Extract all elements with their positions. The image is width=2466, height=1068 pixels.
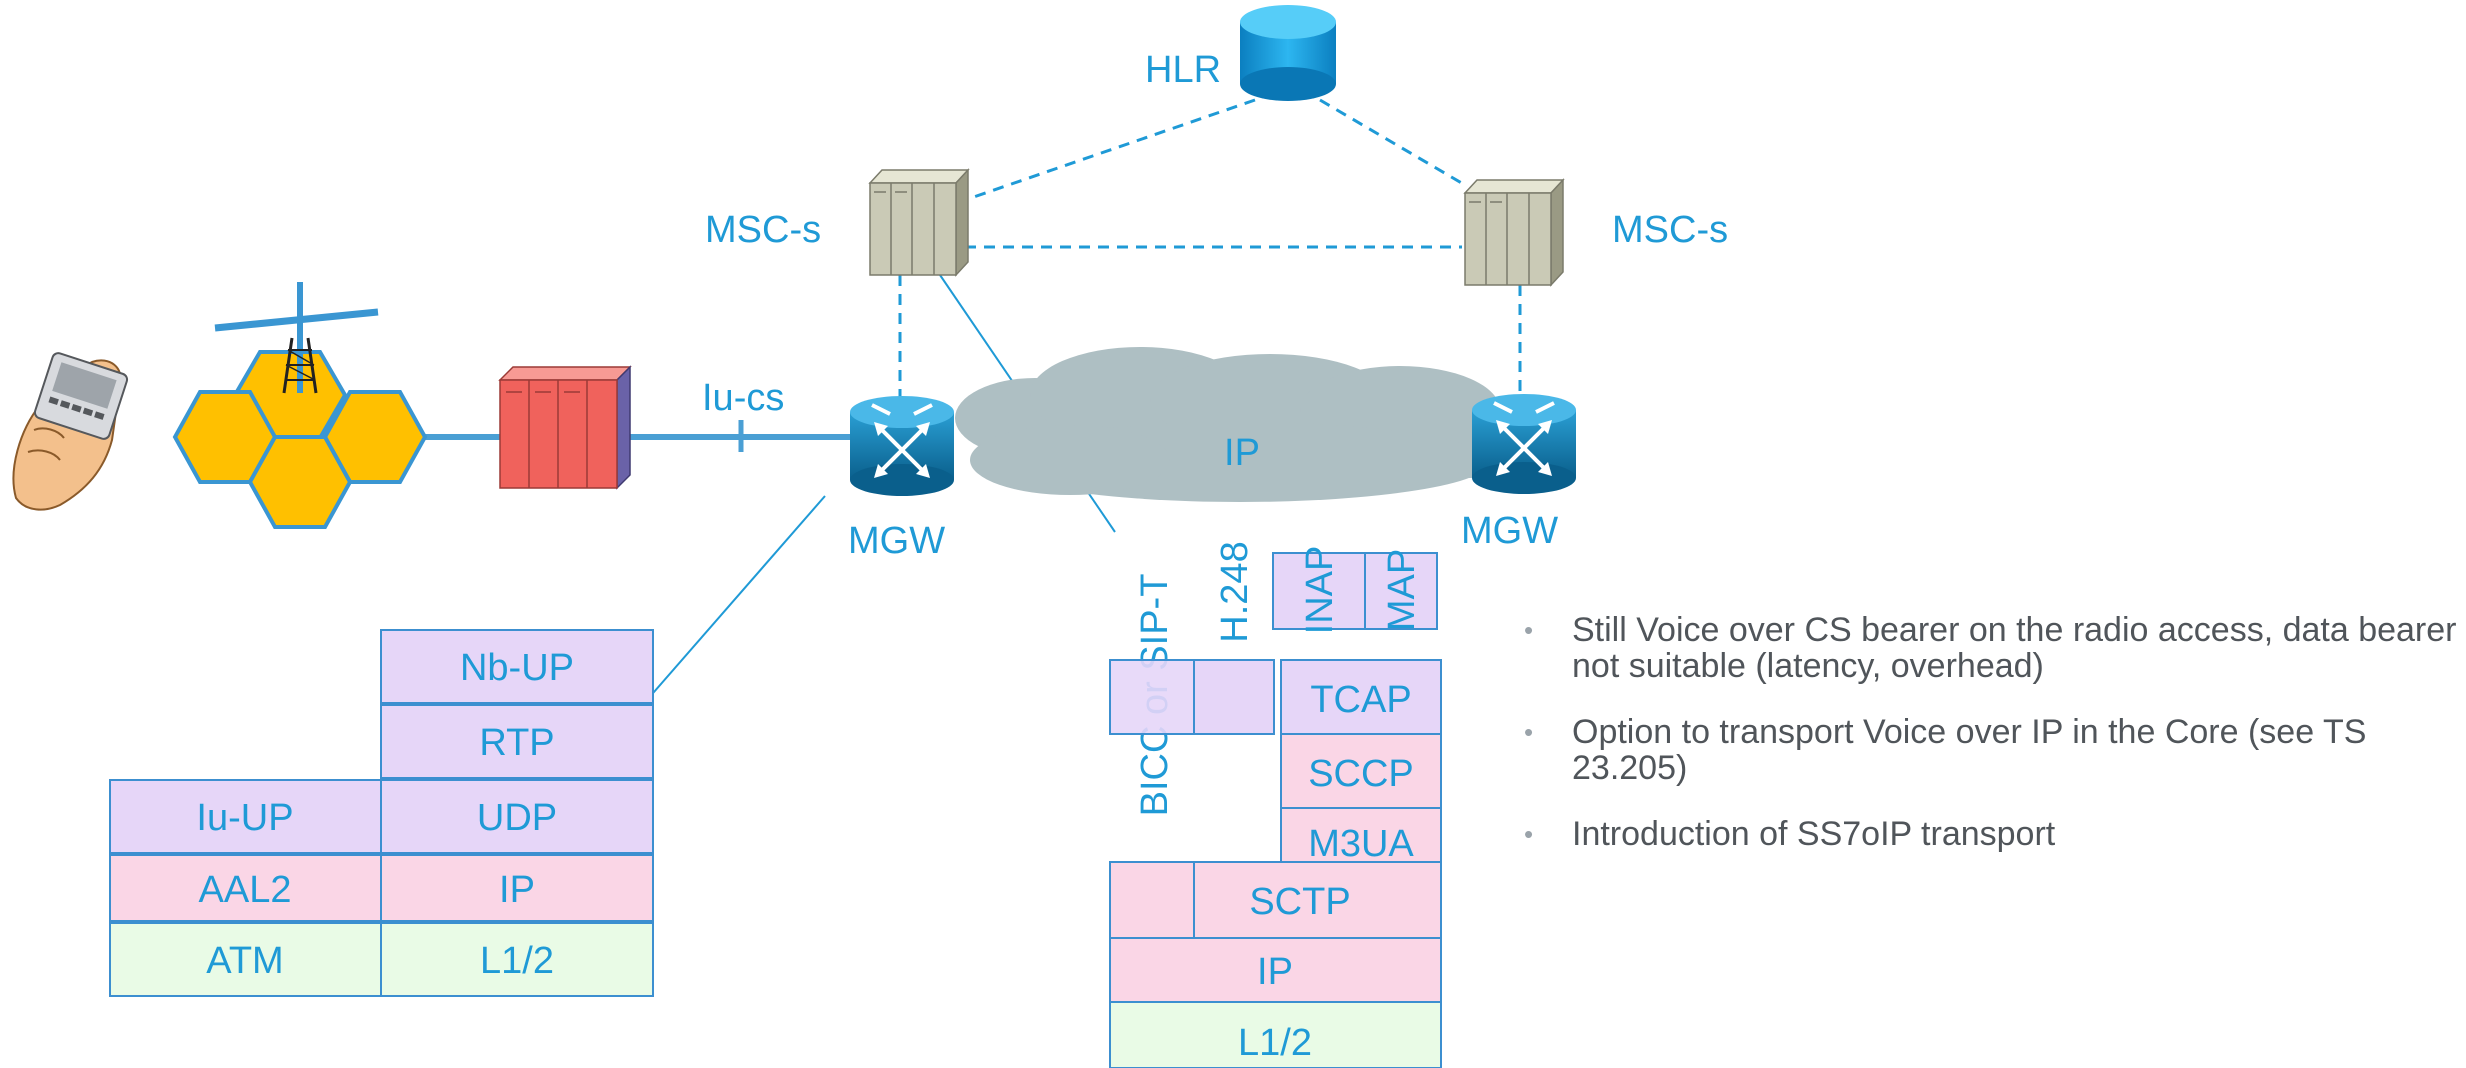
layer-bicc-box	[1109, 659, 1195, 735]
layer-sctp-left-box	[1109, 861, 1195, 939]
layer-nb-up	[380, 629, 654, 704]
msc-left-label: MSC-s	[705, 209, 821, 251]
layer-nb-up-label: Nb-UP	[460, 647, 574, 689]
layer-ip-left-label: IP	[499, 869, 535, 911]
ip-cloud: IP	[955, 347, 1530, 502]
mgw-to-user-plane-stack-line	[646, 495, 826, 701]
layer-sccp-label: SCCP	[1308, 753, 1414, 795]
layer-atm	[109, 922, 382, 997]
layer-tcap-label: TCAP	[1310, 679, 1411, 721]
layer-aal2-label: AAL2	[199, 869, 292, 911]
bullet-item: Option to transport Voice over IP in the…	[1520, 714, 2460, 786]
layer-l12-left	[380, 922, 654, 997]
bullet-item: Still Voice over CS bearer on the radio …	[1520, 612, 2460, 684]
mgw-right-label: MGW	[1461, 510, 1558, 552]
layer-rtp	[380, 704, 654, 779]
layer-map	[1364, 552, 1438, 630]
layer-ip-right	[1109, 937, 1442, 1003]
signaling-protocol-stack: INAP MAP H.248 BICC or SIP-T TCAP SCCP M…	[1109, 541, 1442, 1068]
layer-inap	[1272, 552, 1366, 630]
msc-right-server-icon	[1463, 178, 1565, 287]
layer-iu-up-label: Iu-UP	[196, 797, 293, 839]
antenna-tower-icon	[214, 282, 379, 394]
layer-ip-right-label: IP	[1257, 951, 1293, 993]
layer-l12-right	[1109, 1001, 1442, 1068]
hlr-to-msc-right-link	[1319, 98, 1466, 187]
layer-sccp	[1280, 733, 1442, 809]
layer-udp	[380, 779, 654, 854]
layer-atm-label: ATM	[206, 940, 283, 982]
hlr-label: HLR	[1145, 49, 1221, 91]
layer-udp-label: UDP	[477, 797, 557, 839]
msc-right-label: MSC-s	[1612, 209, 1728, 251]
layer-rtp-label: RTP	[479, 722, 554, 764]
mgw-left-router-icon	[850, 396, 954, 496]
msc-left-server-icon	[868, 168, 970, 277]
ip-cloud-label: IP	[1224, 432, 1260, 474]
layer-m3ua-label: M3UA	[1308, 823, 1414, 865]
connections	[425, 98, 1522, 701]
mgw-right-router-icon	[1472, 394, 1576, 494]
rnc-icon	[498, 365, 632, 490]
layer-ip-left	[380, 854, 654, 922]
layer-l12-right-label: L1/2	[1238, 1022, 1312, 1064]
bullet-list: Still Voice over CS bearer on the radio …	[1520, 612, 2460, 882]
layer-sctp	[1193, 861, 1442, 939]
handset-icon	[12, 352, 129, 511]
bullet-item: Introduction of SS7oIP transport	[1520, 816, 2460, 852]
mgw-left-label: MGW	[848, 520, 945, 562]
layer-map-label: MAP	[1381, 549, 1423, 631]
layer-iu-up	[109, 779, 382, 854]
layer-tcap	[1280, 659, 1442, 735]
radio-cells-icon	[172, 350, 428, 529]
layer-h248-box	[1193, 659, 1275, 735]
layer-h248-label: H.248	[1214, 541, 1256, 642]
hlr-to-msc-left-link	[964, 98, 1256, 202]
iu-cs-label: Iu-cs	[702, 377, 784, 419]
layer-inap-label: INAP	[1299, 546, 1341, 635]
layer-l12-left-label: L1/2	[480, 940, 554, 982]
user-plane-protocol-stack: Nb-UP RTP Iu-UP UDP AAL2 IP ATM L1/2	[109, 629, 654, 997]
layer-sctp-label: SCTP	[1249, 881, 1350, 923]
hlr-database-icon	[1240, 5, 1336, 101]
